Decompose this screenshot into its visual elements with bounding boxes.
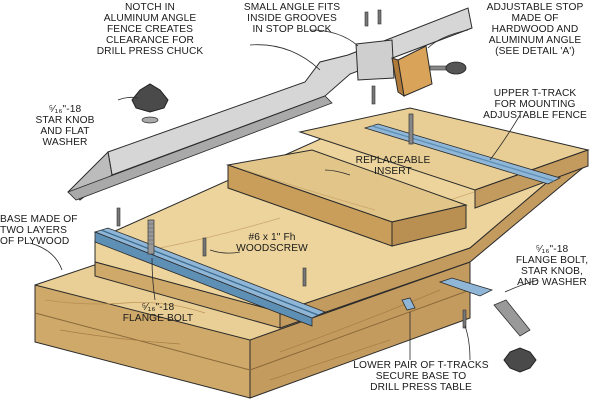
stop-knob <box>445 61 467 75</box>
callout-upper-t-track: UPPER T-TRACK FOR MOUNTING ADJUSTABLE FE… <box>483 88 587 121</box>
stop-bolt <box>429 65 447 71</box>
ply-grain <box>44 299 206 314</box>
adjustable-stop <box>355 9 467 105</box>
right-flange-bolt-body <box>493 299 531 337</box>
leader-star-knob <box>117 96 139 101</box>
callout-notch: NOTCH IN ALUMINUM ANGLE FENCE CREATES CL… <box>96 2 204 57</box>
leader-small-angle <box>309 29 359 47</box>
flange-bolt-center <box>147 219 155 255</box>
leader-flange-bolt-right <box>504 279 539 293</box>
woodscrew <box>302 267 307 287</box>
leader-notch <box>249 44 321 71</box>
leader-lines <box>29 29 539 361</box>
callout-flange-bolt: ⁵⁄₁₆"-18 FLANGE BOLT <box>122 302 194 324</box>
callout-flange-bolt-star-knob: ⁵⁄₁₆"-18 FLANGE BOLT, STAR KNOB, AND WAS… <box>515 244 589 288</box>
fence-lower-flange <box>67 95 333 201</box>
ply-grain <box>59 329 181 345</box>
lower-t-track-small <box>401 297 416 311</box>
callout-small-angle: SMALL ANGLE FITS INSIDE GROOVES IN STOP … <box>243 2 341 35</box>
flange-bolt-shank <box>147 219 155 255</box>
callout-adjustable-stop: ADJUSTABLE STOP MADE OF HARDWOOD AND ALU… <box>486 2 584 57</box>
ply-grain <box>159 217 281 249</box>
stop-top-screw <box>364 11 369 27</box>
insert-right <box>391 204 467 247</box>
woodscrew <box>462 309 467 329</box>
ply-grain <box>269 339 391 381</box>
upper-bolt-shank <box>408 113 414 145</box>
stop-small-angle <box>355 39 395 81</box>
woodscrew <box>116 207 121 227</box>
insert-grain <box>244 169 376 211</box>
ply-grain <box>279 289 441 353</box>
ply-layer-line <box>34 312 251 371</box>
woodscrew <box>202 237 207 257</box>
star-knob-icon <box>503 347 537 373</box>
upper-t-track <box>363 123 562 185</box>
leader-woodscrew <box>209 249 241 254</box>
stop-top-screw <box>377 9 382 25</box>
t-track-slot <box>371 125 555 182</box>
stop-block-side <box>391 57 405 98</box>
leader-base <box>29 242 63 271</box>
leader-flange-bolt <box>151 257 156 301</box>
replaceable-insert <box>226 149 468 247</box>
stop-screw <box>371 85 376 105</box>
leader-adjustable-stop <box>427 29 469 49</box>
flat-washer <box>141 116 159 124</box>
woodscrews <box>116 207 467 329</box>
ply-layer-line <box>249 289 471 371</box>
leader-lower-t-tracks-b <box>464 325 471 361</box>
callout-woodscrew: #6 x 1" Fh WOODSCREW <box>236 232 308 254</box>
right-flange-bolt-assembly <box>493 299 537 373</box>
callout-star-knob: ⁵⁄₁₆"-18 STAR KNOB AND FLAT WASHER <box>35 104 95 148</box>
lower-t-track <box>401 277 494 311</box>
lower-t-track-body <box>438 277 494 297</box>
callout-replaceable-insert: REPLACEABLE INSERT <box>355 155 431 177</box>
front-t-track-side <box>94 231 313 327</box>
leader-insert <box>324 169 351 176</box>
flange-bolt-threads <box>148 223 154 245</box>
callout-base: BASE MADE OF TWO LAYERS OF PLYWOOD <box>0 214 78 247</box>
upper-flange-bolt <box>408 113 414 145</box>
t-track-slot <box>100 229 319 316</box>
star-knob-icon <box>131 83 169 113</box>
star-knob-top <box>131 83 169 124</box>
callout-lower-t-tracks: LOWER PAIR OF T-TRACKS SECURE BASE TO DR… <box>353 360 489 393</box>
leader-upper-t-track <box>489 114 521 161</box>
